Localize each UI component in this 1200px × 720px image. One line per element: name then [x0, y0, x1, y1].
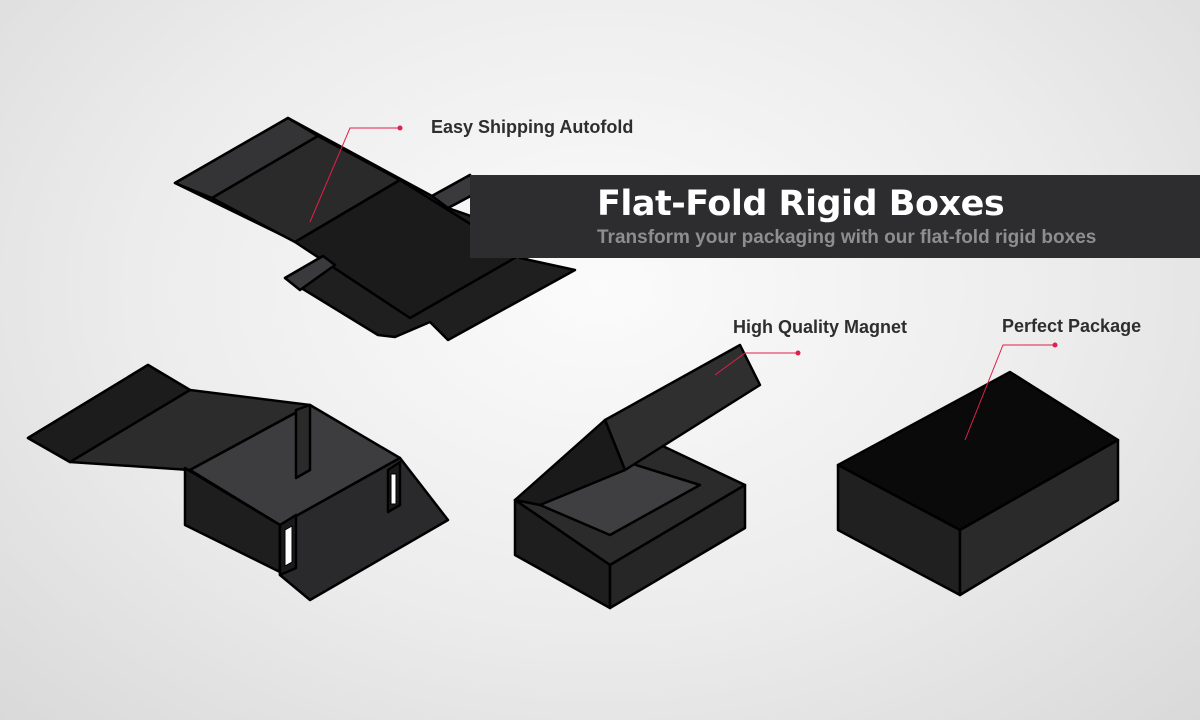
callout-perfect-package: Perfect Package — [1002, 316, 1142, 336]
magnet-box-illustration — [513, 343, 762, 610]
title-banner — [470, 175, 1200, 258]
closed-box-illustration — [836, 370, 1120, 597]
callout-magnet: High Quality Magnet — [733, 317, 908, 337]
callout-dot — [1052, 342, 1058, 348]
page-subtitle: Transform your packaging with our flat-f… — [597, 227, 1097, 248]
open-box-illustration — [26, 363, 450, 602]
callout-easy-shipping: Easy Shipping Autofold — [431, 117, 634, 137]
page-title: Flat-Fold Rigid Boxes — [597, 184, 1005, 224]
callout-dot — [397, 125, 403, 131]
flat-box-illustration — [173, 116, 580, 342]
callout-dot — [795, 350, 801, 356]
